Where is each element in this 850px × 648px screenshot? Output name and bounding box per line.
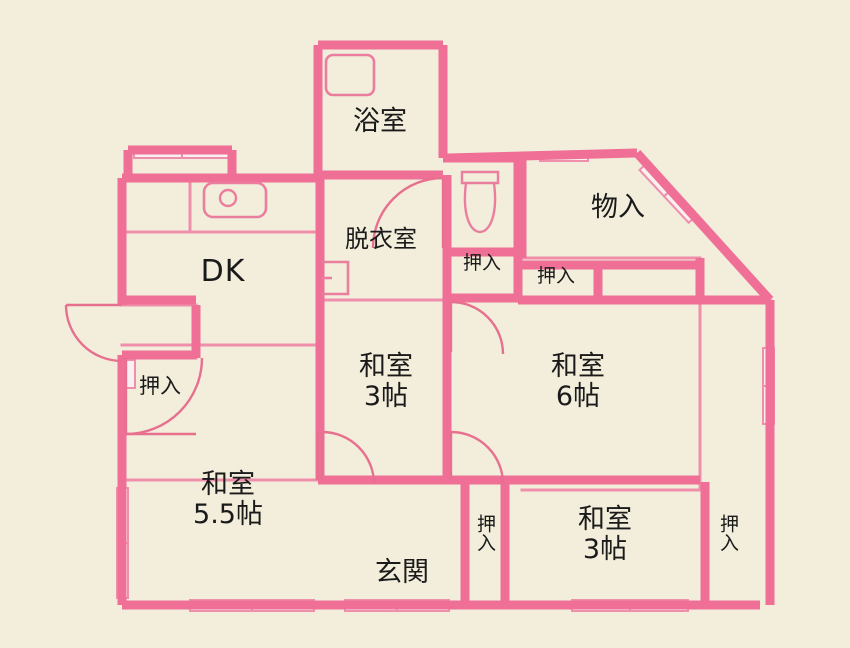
fixtures-group (202, 53, 500, 296)
washbasin-icon (322, 260, 350, 296)
window-left-small (125, 359, 136, 389)
door-swings (64, 176, 505, 485)
door-dressing-room (371, 176, 445, 249)
door-washitsu3a-right (449, 430, 505, 485)
interior-thick-walls (117, 158, 775, 605)
kitchen-sink-icon (202, 181, 268, 219)
wall-nubs (117, 300, 322, 483)
bathtub-icon (324, 53, 376, 97)
door-dk-exterior (64, 303, 123, 363)
structural-walls (117, 40, 775, 610)
door-washitsu3a-top (449, 300, 505, 355)
door-washitsu55-closet (124, 357, 204, 436)
toilet-icon (460, 170, 500, 234)
door-washitsu3a-left (320, 430, 376, 485)
